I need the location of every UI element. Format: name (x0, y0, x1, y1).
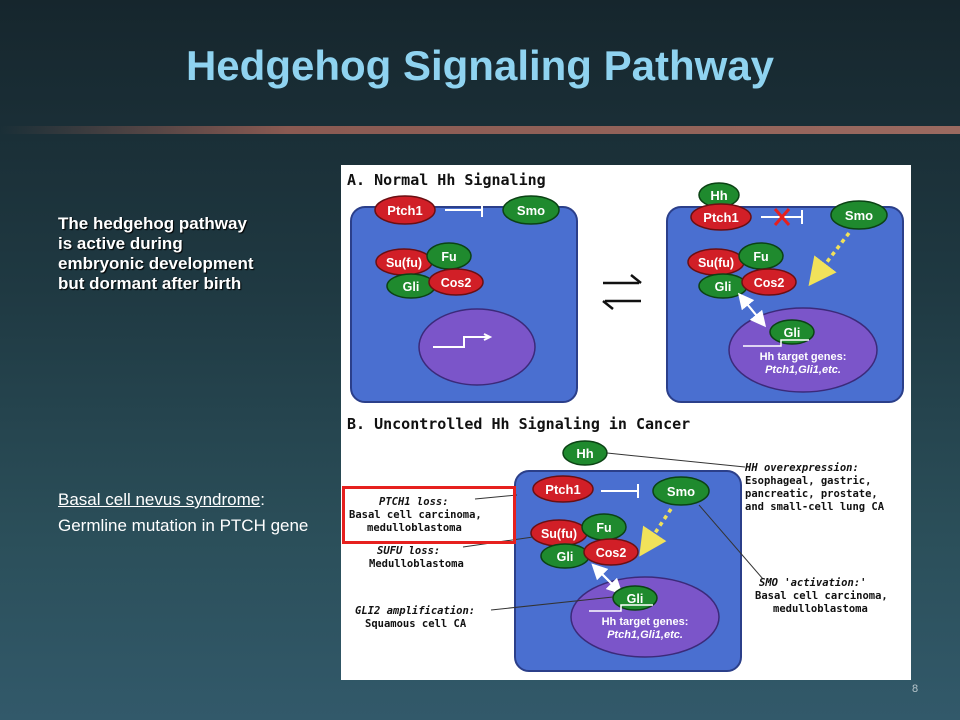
gli-translocation-arrow-b-back-icon (591, 563, 618, 590)
transcription-arrow-b-icon (589, 604, 653, 612)
hh-overexpression-line2: pancreatic, prostate, (745, 488, 878, 500)
sufu-label-b: Su(fu) (541, 527, 577, 541)
panel-b-title: B. Uncontrolled Hh Signaling in Cancer (347, 415, 690, 433)
leader-smo (698, 504, 764, 580)
gli-label: Gli (403, 280, 420, 294)
equilibrium-forward-head-icon (630, 274, 642, 284)
sufu-loss-line1: Medulloblastoma (369, 558, 464, 570)
transcription-arrow-icon (433, 336, 488, 348)
smo-label: Smo (517, 203, 545, 218)
smo-activation-title: SMO 'activation:' (759, 577, 866, 589)
gli-label-nucleus: Gli (784, 326, 801, 340)
ptch1-loss-highlight-box (342, 486, 516, 544)
intro-line: is active during (58, 234, 183, 253)
gli-label-b: Gli (557, 550, 574, 564)
transcription-arrowhead-icon (483, 333, 493, 341)
hedgehog-pathway-figure: A. Normal Hh Signaling Ptch1 Smo Su(fu) … (341, 165, 911, 680)
leader-hh (606, 452, 746, 468)
gli2-amplification-title: GLI2 amplification: (355, 605, 475, 617)
cos2-label: Cos2 (441, 276, 472, 290)
gli-translocation-arrow-back-icon (737, 292, 762, 322)
title-divider (0, 126, 960, 134)
hh-label: Hh (710, 188, 727, 203)
slide-title: Hedgehog Signaling Pathway (185, 42, 775, 89)
intro-line: The hedgehog pathway (58, 214, 247, 233)
hh-overexpression-line3: and small-cell lung CA (745, 501, 885, 513)
nucleus-b (570, 576, 720, 658)
ptch1-label-bound: Ptch1 (703, 210, 738, 225)
blocked-x-icon (773, 208, 791, 226)
gli-protein-nucleus-b (612, 585, 658, 611)
ptch1-protein-bound (690, 203, 752, 231)
bcns-text: Basal cell nevus syndrome: Germline muta… (58, 487, 333, 539)
smo-protein-active (830, 200, 888, 230)
ptch1-protein (374, 195, 436, 225)
gli-label-nucleus-b: Gli (627, 592, 644, 606)
bcns-term: Basal cell nevus syndrome (58, 490, 261, 509)
fu-label-b: Fu (596, 521, 611, 535)
sufu-label: Su(fu) (386, 256, 422, 270)
gli-protein-nucleus (769, 319, 815, 345)
activation-dotted-arrow-icon (808, 231, 851, 287)
intro-line: embryonic development (58, 254, 254, 273)
leader-gli2 (490, 596, 614, 611)
equilibrium-back-head-icon (602, 300, 614, 310)
transcription-arrow-a2-icon (743, 339, 809, 347)
ptch1-label-b: Ptch1 (545, 482, 580, 497)
page-number: 8 (912, 683, 919, 695)
fu-label-a2: Fu (753, 250, 768, 264)
bcns-colon: : (260, 490, 265, 509)
hh-overexpression-line1: Esophageal, gastric, (745, 475, 871, 487)
target-genes-line1: Hh target genes: (760, 351, 847, 363)
ptch1-protein-b (532, 475, 594, 503)
cos2-protein-b (583, 538, 639, 566)
smo-protein (502, 195, 560, 225)
target-genes-b-line2: Ptch1,Gli1,etc. (607, 629, 683, 641)
nucleus-a-right (728, 307, 878, 393)
ptch1-loss-line1: Basal cell carcinoma, (349, 509, 482, 521)
ptch1-loss-title: PTCH1 loss: (379, 496, 449, 508)
panel-a-title: A. Normal Hh Signaling (347, 171, 546, 189)
gli2-amplification-line1: Squamous cell CA (365, 618, 467, 630)
intro-text: The hedgehog pathway is active during em… (58, 214, 318, 294)
sufu-label-a2: Su(fu) (698, 256, 734, 270)
target-genes-line2: Ptch1,Gli1,etc. (765, 364, 841, 376)
cos2-label-b: Cos2 (596, 546, 627, 560)
cos2-label-a2: Cos2 (754, 276, 785, 290)
smo-protein-b (652, 476, 710, 506)
sufu-loss-title: SUFU loss: (377, 545, 440, 557)
ptch1-loss-line2: medulloblastoma (367, 522, 462, 534)
leader-ptch1 (474, 494, 518, 500)
intro-line: but dormant after birth (58, 274, 242, 293)
hh-overexpression-title: HH overexpression: (744, 462, 859, 474)
gli-label-a2: Gli (715, 280, 732, 294)
fu-label: Fu (441, 250, 456, 264)
ptch1-label: Ptch1 (387, 203, 422, 218)
hh-label-b: Hh (576, 446, 593, 461)
bcns-description: Germline mutation in PTCH gene (58, 516, 309, 535)
nucleus-a-left (418, 308, 536, 386)
pathway-diagram: A. Normal Hh Signaling Ptch1 Smo Su(fu) … (347, 171, 904, 672)
smo-label-active: Smo (845, 208, 873, 223)
target-genes-b-line1: Hh target genes: (602, 616, 689, 628)
cos2-protein (428, 268, 484, 296)
smo-label-b: Smo (667, 484, 695, 499)
smo-activation-line2: medulloblastoma (773, 603, 868, 615)
cos2-protein-a2 (741, 268, 797, 296)
smo-activation-line1: Basal cell carcinoma, (755, 590, 888, 602)
